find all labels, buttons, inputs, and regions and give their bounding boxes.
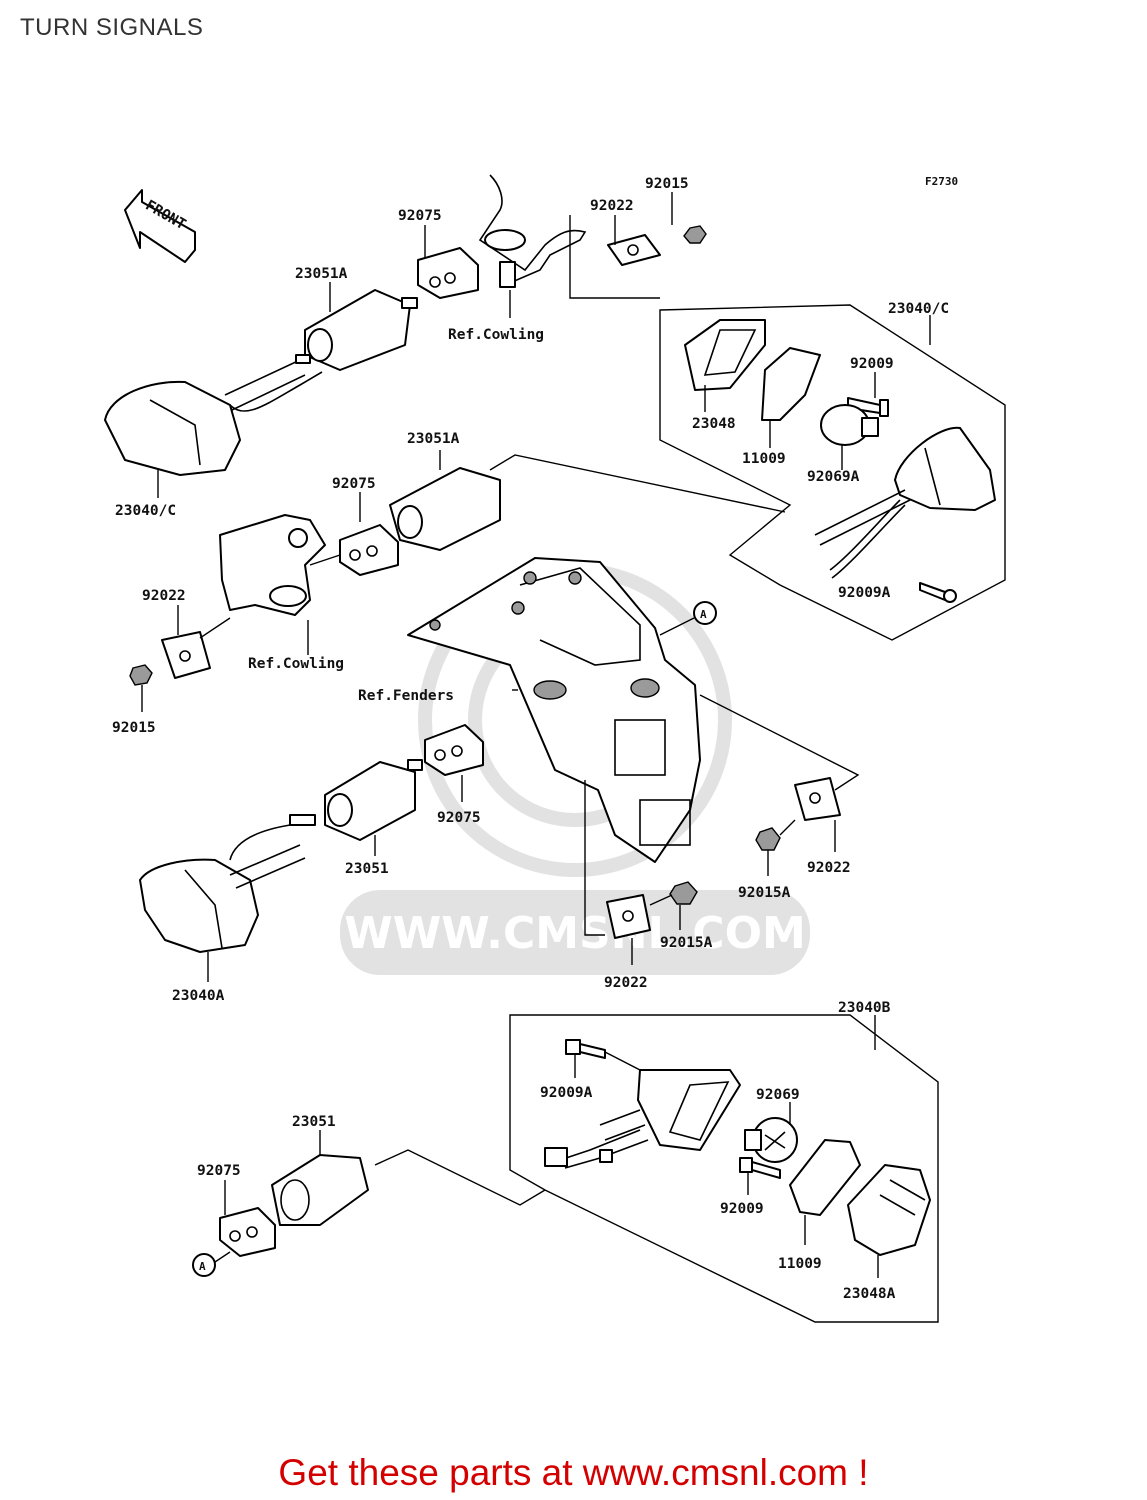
label-23040B: 23040B [838, 1000, 891, 1016]
cowling-bracket-mid [219, 514, 326, 616]
label-92075-low: 92075 [437, 810, 481, 826]
bulb-92069A [820, 404, 879, 446]
label-92069A: 92069A [807, 469, 860, 485]
promo-footer[interactable]: Get these parts at www.cmsnl.com ! [278, 1452, 869, 1493]
signal-23040C-left [104, 354, 323, 476]
group-box-23040C [659, 304, 1006, 641]
label-11009-right: 11009 [742, 451, 786, 467]
label-11009-low: 11009 [778, 1256, 822, 1272]
label-92009-right: 92009 [850, 356, 894, 372]
front-arrow-icon: FRONT [124, 189, 196, 263]
parts-diagram: WWW.CMSNL.COM FRONT F2730 Ref.Cowling 92… [104, 174, 1006, 1323]
lens-23048 [684, 319, 766, 391]
label-92075-bottom: 92075 [197, 1163, 241, 1179]
rear-fender [407, 557, 701, 863]
label-23051-low: 23051 [292, 1114, 336, 1130]
screw-92009A-right [919, 582, 957, 603]
nut-92015A-center [669, 881, 698, 905]
label-92075-top: 92075 [398, 208, 442, 224]
label-23048: 23048 [692, 416, 736, 432]
ref-fenders: Ref.Fenders [358, 688, 454, 704]
nut-92015-left [129, 664, 153, 686]
label-23051-mid: 23051 [345, 861, 389, 877]
plate-92022-top [607, 234, 661, 266]
label-92009A-low: 92009A [540, 1085, 593, 1101]
label-23040C-right: 23040/C [888, 301, 949, 317]
label-23051A-mid: 23051A [407, 431, 460, 447]
signal-23040C-right [814, 426, 996, 579]
bulb-92069 [744, 1117, 798, 1163]
group-box-23040B [509, 1014, 939, 1323]
figure-code: F2730 [925, 175, 958, 188]
grommet-92075-mid [339, 524, 399, 576]
label-92022-right: 92022 [807, 860, 851, 876]
label-92069: 92069 [756, 1087, 800, 1103]
callout-a-top-label: A [700, 608, 707, 621]
cowling-bracket-top [478, 174, 587, 318]
grommet-92075-top [417, 247, 479, 299]
page-title: TURN SIGNALS [20, 14, 204, 41]
callout-a-top [693, 601, 717, 625]
label-92015-top: 92015 [645, 176, 689, 192]
nut-92015-top [683, 225, 707, 244]
signal-23040B [544, 1069, 741, 1169]
screw-92009A-low [565, 1039, 606, 1059]
label-23040C-left: 23040/C [115, 503, 176, 519]
label-23048A: 23048A [843, 1286, 896, 1302]
holder-23051-low [271, 1154, 369, 1226]
ref-cowling-top: Ref.Cowling [448, 327, 544, 343]
label-92022-top: 92022 [590, 198, 634, 214]
ref-cowling-mid: Ref.Cowling [248, 656, 344, 672]
label-92022-left: 92022 [142, 588, 186, 604]
label-92075-mid: 92075 [332, 476, 376, 492]
watermark-text: WWW.CMSNL.COM [344, 908, 806, 959]
gasket-11009-low [789, 1139, 861, 1216]
lens-23048A [847, 1164, 931, 1256]
nut-92015A-right [755, 827, 781, 851]
gasket-11009-right [761, 347, 821, 421]
plate-92022-right [794, 777, 841, 821]
holder-23051-mid [324, 759, 423, 841]
label-92015A-right: 92015A [738, 885, 791, 901]
label-23040A: 23040A [172, 988, 225, 1004]
label-23051A-top: 23051A [295, 266, 348, 282]
holder-23051A-mid [389, 467, 501, 551]
holder-23051A-top [304, 289, 418, 371]
label-92009A-right: 92009A [838, 585, 891, 601]
callout-a-bottom [192, 1253, 216, 1277]
label-92009-low: 92009 [720, 1201, 764, 1217]
plate-92022-left [161, 631, 211, 679]
grommet-92075-bottom [219, 1207, 276, 1257]
screw-92009-low [739, 1157, 781, 1179]
label-92015A-center: 92015A [660, 935, 713, 951]
plate-92022-center [606, 894, 651, 939]
label-92015-left: 92015 [112, 720, 156, 736]
callout-a-bottom-label: A [199, 1260, 206, 1273]
label-92022-center: 92022 [604, 975, 648, 991]
signal-23040A [139, 814, 316, 953]
grommet-92075-low [424, 724, 484, 776]
